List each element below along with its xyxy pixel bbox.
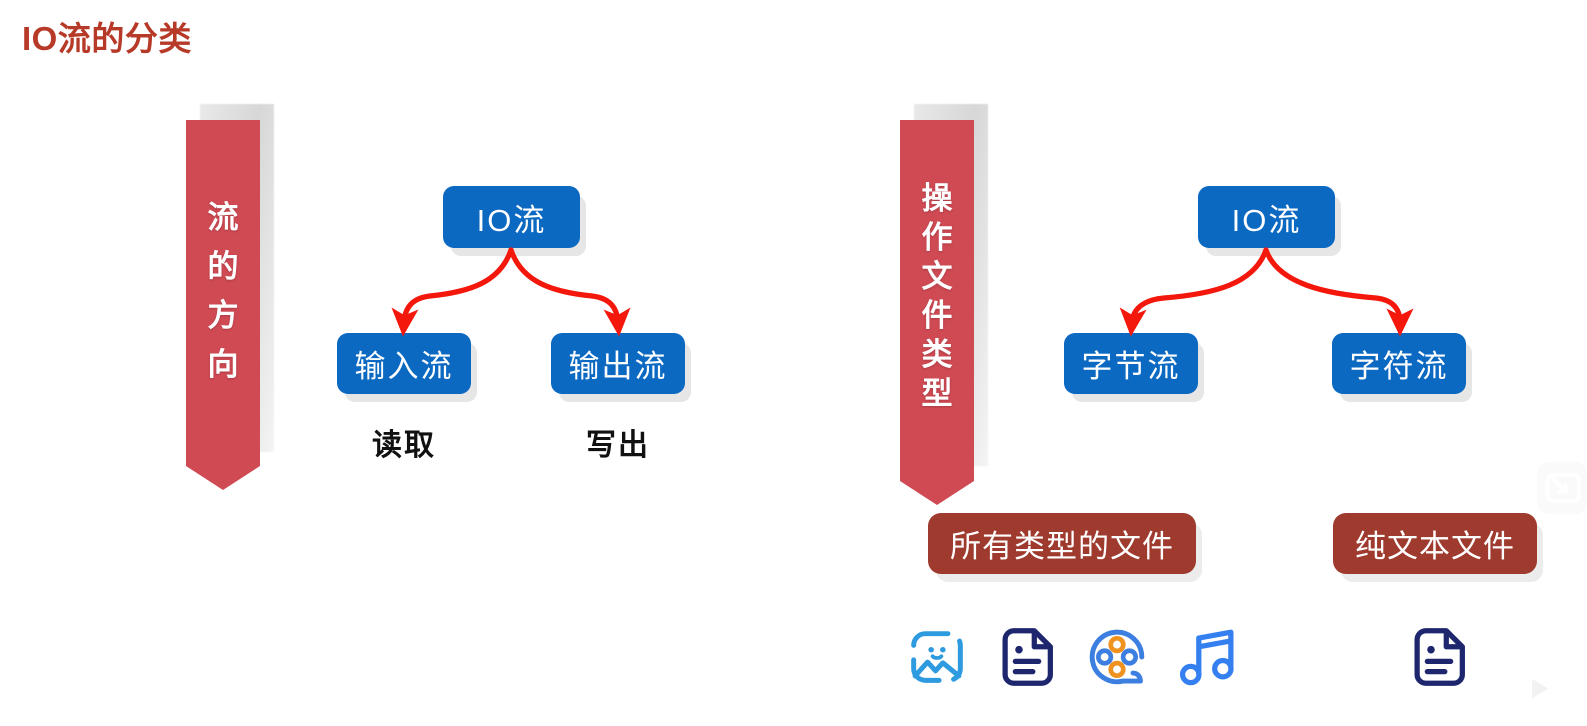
right-banner-char-5: 型 [921,375,953,411]
music-note-icon[interactable] [1176,622,1242,692]
right-child-label-byte: 字节流 [1081,349,1181,384]
right-child-node-char[interactable]: 字符流 [1332,333,1466,394]
right-banner-arrow-tip [900,465,974,505]
right-child-label-char: 字符流 [1349,349,1449,384]
right-banner-body: 操 作 文 件 类 型 [900,120,974,465]
left-arrow-to-output [508,247,631,337]
left-root-label: IO流 [476,202,547,238]
right-child-node-byte[interactable]: 字节流 [1064,333,1198,394]
left-child-label-output: 输出流 [568,349,668,384]
right-banner-ribbon: 操 作 文 件 类 型 [900,104,988,505]
right-banner-char-1: 作 [921,219,953,255]
left-banner-body: 流 的 方 向 [186,120,260,450]
left-child-label-input: 输入流 [354,349,454,384]
left-caption-write: 写出 [586,429,650,462]
right-arrow-to-byte [1119,247,1269,337]
right-banner-char-4: 类 [921,336,953,372]
document-file-icon[interactable] [996,622,1058,692]
left-root-node[interactable]: IO流 [443,186,580,248]
left-banner-char-2: 方 [207,298,239,333]
left-caption-read: 读取 [372,429,436,462]
left-child-node-input[interactable]: 输入流 [337,333,471,394]
document-file-icon[interactable] [1408,622,1470,692]
image-file-icon[interactable] [902,622,972,692]
exit-fullscreen-icon[interactable] [1533,458,1587,518]
byte-stream-file-icons [902,622,1242,692]
right-banner-char-0: 操 [921,180,953,216]
left-banner-char-3: 向 [207,347,239,382]
right-root-label: IO流 [1231,202,1302,238]
bilibili-tv-play-logo[interactable] [1497,646,1579,724]
char-stream-file-icons [1408,622,1470,692]
left-banner-arrow-tip [186,450,260,490]
right-detail-label-all-files: 所有类型的文件 [950,529,1174,564]
left-banner-char-1: 的 [207,249,239,284]
page-title: IO流的分类 [22,20,192,57]
right-detail-label-text-files: 纯文本文件 [1355,529,1515,564]
left-arrow-to-input [391,247,514,337]
video-film-reel-icon[interactable] [1082,622,1152,692]
right-arrow-to-char [1263,247,1414,337]
right-root-node[interactable]: IO流 [1198,186,1335,248]
right-detail-box-text-files[interactable]: 纯文本文件 [1333,513,1537,574]
left-child-node-output[interactable]: 输出流 [551,333,685,394]
left-banner-ribbon: 流 的 方 向 [186,104,274,490]
left-banner-char-0: 流 [207,200,239,235]
right-detail-box-all-files[interactable]: 所有类型的文件 [928,513,1196,574]
right-banner-char-2: 文 [921,258,953,294]
right-banner-char-3: 件 [921,297,953,333]
